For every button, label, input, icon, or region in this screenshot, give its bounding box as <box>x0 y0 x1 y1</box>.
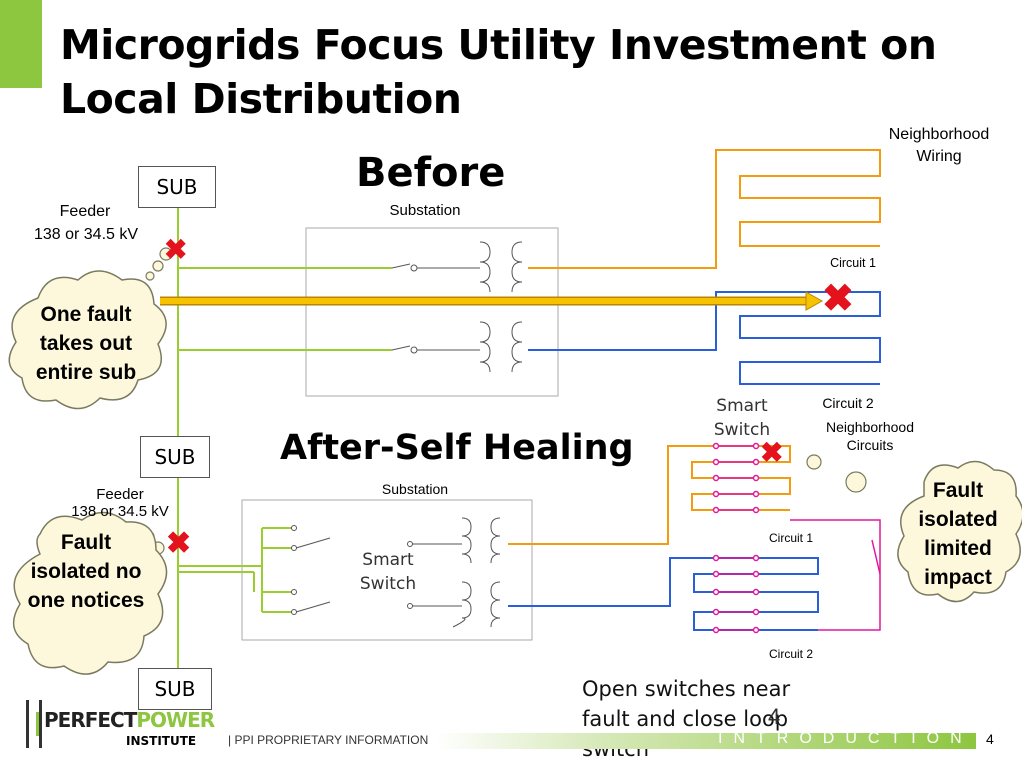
ppi-proprietary-text: | PPI PROPRIETARY INFORMATION <box>228 733 429 747</box>
before-heading: Before <box>356 150 506 196</box>
perfect-power-logo: PERFECTPOWER INSTITUTE <box>26 698 224 752</box>
fault-x-icon-feeder-after: ✖ <box>166 527 192 560</box>
cloud-before-text: One fault takes out entire sub <box>35 303 137 384</box>
after-substation-label: Substation <box>381 481 449 497</box>
after-feeder-kv: 138 or 34.5 kV <box>71 503 169 520</box>
smart-switch-inside-label: Smart Switch <box>359 550 417 594</box>
logo-green-bar-icon <box>36 712 47 736</box>
after-magenta-switches <box>712 442 760 634</box>
before-circuit-1-line <box>528 149 881 269</box>
page-title: Microgrids Focus Utility Investment on L… <box>60 21 937 123</box>
fault-x-icon-feeder-before: ✖ <box>164 234 188 265</box>
logo-institute: INSTITUTE <box>126 734 197 748</box>
cloud-after-left <box>12 511 168 675</box>
page-number: 4 <box>986 731 994 747</box>
sub-box-before: SUB <box>138 166 216 208</box>
loop-switch <box>871 539 881 575</box>
logo-power: POWER <box>136 708 215 732</box>
cloud-after-right-text: Fault isolated limited impact <box>918 479 998 589</box>
smart-switch-top-label: Smart Switch <box>713 396 771 440</box>
cloud-after-left-text: Fault isolated no one notices <box>27 531 145 612</box>
after-feeder-label: Feeder <box>96 486 144 503</box>
bottom-note: Open switches near fault and close loop … <box>582 677 791 761</box>
after-circuit-1-line <box>508 445 791 545</box>
after-substation-box <box>241 499 533 641</box>
cloud-after-right <box>897 460 1022 603</box>
logo-bars-icon <box>26 700 42 748</box>
sub-box-middle: SUB <box>140 436 210 478</box>
after-feeders <box>178 527 292 613</box>
before-substation-label: Substation <box>389 202 461 219</box>
after-switches <box>291 517 501 628</box>
before-circuit-2-label: Circuit 2 <box>822 395 874 411</box>
before-switches <box>391 241 523 373</box>
before-circuit-1-label: Circuit 1 <box>830 256 876 270</box>
neighborhood-circuits-label: Neighborhood Circuits <box>826 419 914 453</box>
after-heading: After-Self Healing <box>280 428 634 468</box>
fault-x-icon-circuit-before: ✖ <box>822 278 854 320</box>
loop-line <box>790 519 881 631</box>
neighborhood-wiring-label: Neighborhood Wiring <box>888 126 990 165</box>
before-feeder-label: Feeder <box>59 203 111 220</box>
after-circuit-2-label: Circuit 2 <box>768 647 813 661</box>
footer-bar <box>436 733 976 749</box>
before-substation-box <box>305 227 559 397</box>
cloud-before <box>8 270 167 410</box>
after-circuit-2-line <box>508 557 819 631</box>
overlap-number: 4 <box>768 704 781 729</box>
section-label: INTRODUCTION <box>718 730 973 747</box>
after-circuit-1-label: Circuit 1 <box>768 531 813 545</box>
fault-x-icon-circuit-after: ✖ <box>760 437 784 468</box>
fault-arrow-head <box>805 291 824 311</box>
logo-perfect: PERFECT <box>44 708 137 732</box>
before-feeder-kv: 138 or 34.5 kV <box>33 226 139 243</box>
sub-box-bottom: SUB <box>138 668 212 710</box>
accent-bar <box>0 0 42 88</box>
